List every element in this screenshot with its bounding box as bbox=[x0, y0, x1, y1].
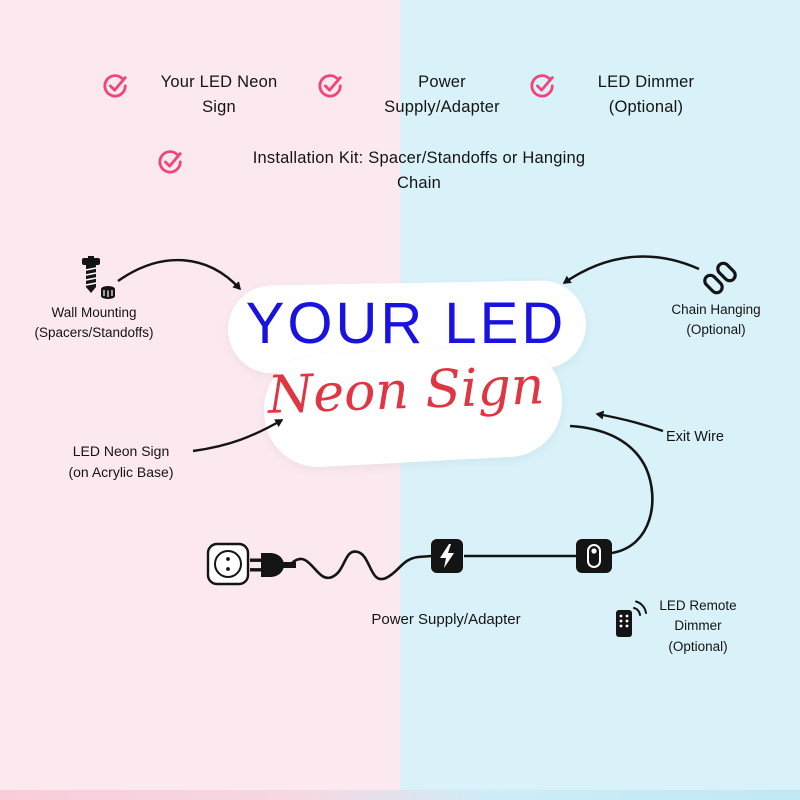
arrow-chain-hanging bbox=[562, 255, 700, 284]
sign-text-line1: YOUR LED bbox=[245, 291, 567, 356]
checklist-item-dimmer: LED Dimmer (Optional) bbox=[530, 70, 727, 120]
power-supply-label: Power Supply/Adapter bbox=[371, 611, 521, 628]
check-circle-icon bbox=[318, 74, 342, 98]
sign-text-line2: Neon Sign bbox=[266, 356, 546, 426]
arrow-exit-wire bbox=[595, 410, 664, 433]
check-circle-icon bbox=[158, 150, 182, 174]
screw-standoff-icon bbox=[82, 256, 115, 299]
checklist-label: LED Dimmer (Optional) bbox=[597, 73, 695, 116]
checklist-label: Installation Kit: Spacer/Standoffs or Ha… bbox=[252, 149, 586, 192]
wall-socket-icon bbox=[206, 542, 250, 586]
check-circle-icon bbox=[530, 74, 554, 98]
exit-wire-label: Exit Wire bbox=[666, 429, 724, 445]
dimmer-switch-icon bbox=[576, 539, 612, 573]
checklist-item-neon-sign: Your LED Neon Sign bbox=[103, 70, 300, 120]
gradient-footer-bar bbox=[0, 790, 800, 800]
power-adapter-icon bbox=[431, 539, 463, 573]
wall-mounting-label: Wall Mounting (Spacers/Standoffs) bbox=[34, 305, 154, 341]
led-neon-sign-label: LED Neon Sign (on Acrylic Base) bbox=[68, 443, 174, 480]
checklist-label: Your LED Neon Sign bbox=[160, 73, 278, 116]
neon-sign-preview: YOUR LED Neon Sign bbox=[226, 290, 586, 426]
checklist-item-power-supply: Power Supply/Adapter bbox=[318, 70, 531, 120]
remote-dimmer-label: LED Remote Dimmer (Optional) bbox=[659, 598, 737, 654]
remote-control-icon bbox=[616, 600, 647, 637]
arrow-wall-mounting bbox=[117, 258, 242, 291]
check-circle-icon bbox=[103, 74, 127, 98]
chain-hanging-label: Chain Hanging (Optional) bbox=[671, 302, 761, 338]
chain-link-icon bbox=[703, 261, 737, 295]
checklist-item-installation-kit: Installation Kit: Spacer/Standoffs or Ha… bbox=[158, 146, 645, 196]
power-plug-icon bbox=[250, 553, 296, 577]
checklist-label: Power Supply/Adapter bbox=[384, 73, 500, 116]
